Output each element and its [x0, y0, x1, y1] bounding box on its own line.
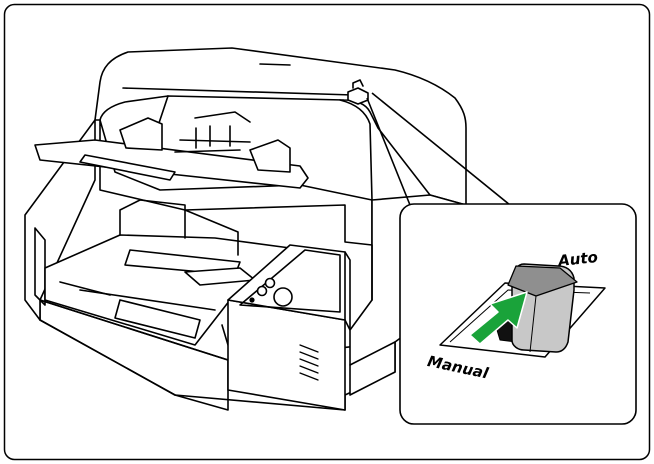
- switch-detail: [439, 263, 606, 358]
- scanner-illustration: [24, 47, 467, 411]
- feed-tray: [34, 139, 309, 189]
- switch-knob-top: [507, 265, 578, 297]
- switch-label-auto: Auto: [556, 248, 598, 270]
- scanner-top-housing: [94, 47, 467, 206]
- panel-button-small-2: [264, 277, 276, 289]
- panel-button-small-1: [256, 285, 268, 297]
- panel-button-large: [273, 287, 293, 307]
- direction-arrow: [469, 291, 528, 345]
- callout-leader: [366, 92, 511, 206]
